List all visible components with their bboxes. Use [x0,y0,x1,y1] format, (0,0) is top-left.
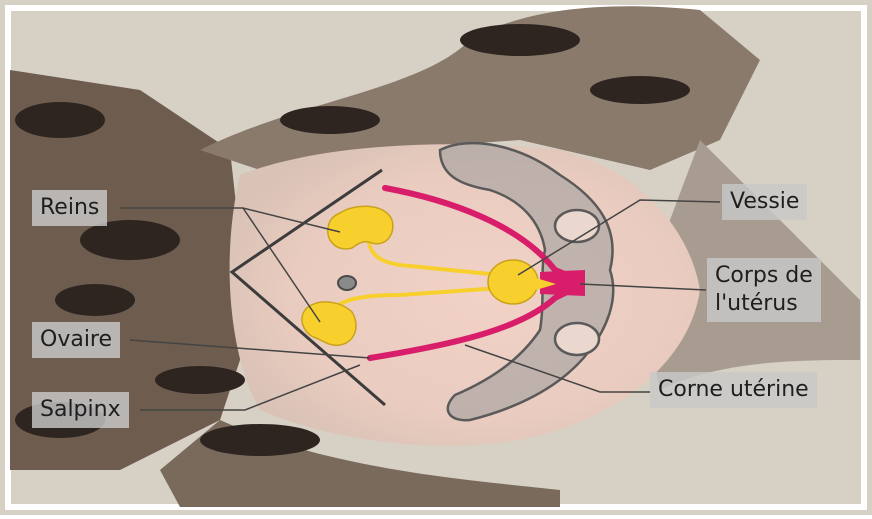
pelvis-foramen-top [555,210,599,242]
small-structure [338,276,356,290]
label-corps-uterus: Corps de l'utérus [707,258,821,322]
label-ovaire: Ovaire [32,322,120,358]
label-reins: Reins [32,190,107,226]
label-corne-uterine: Corne utérine [650,372,817,408]
salpinx-upper [383,185,389,191]
label-salpinx: Salpinx [32,392,129,428]
pelvis-foramen-bottom [555,323,599,355]
label-vessie: Vessie [722,184,807,220]
